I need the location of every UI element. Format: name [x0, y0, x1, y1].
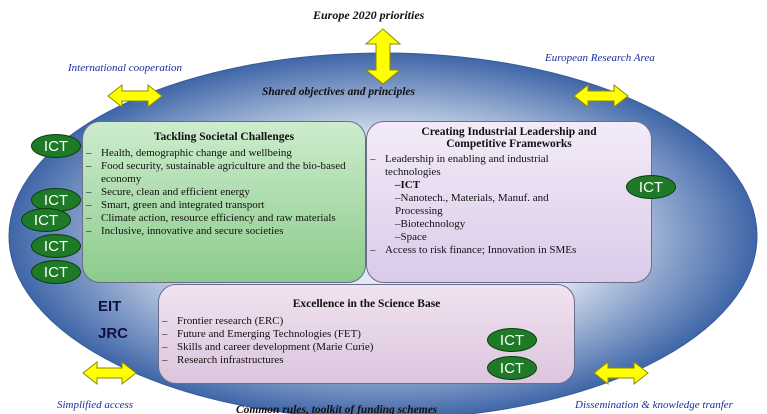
list-item: Research infrastructures: [159, 354, 474, 367]
ict-badge: ICT: [487, 356, 537, 380]
european-research-area-label: European Research Area: [545, 52, 655, 64]
list-item: Leadership in enabling and industrial te…: [367, 153, 571, 179]
list-item: Skills and career development (Marie Cur…: [159, 341, 474, 354]
simplified-access-label: Simplified access: [57, 399, 134, 411]
europe-2020-label: Europe 2020 priorities: [313, 8, 425, 22]
ict-badge: ICT: [31, 260, 81, 284]
list-item: Secure, clean and efficient energy: [83, 186, 359, 199]
societal-challenges-title: Tackling Societal Challenges: [153, 131, 295, 143]
dissemination-label: Dissemination & knowledge tranfer: [575, 399, 733, 411]
list-item-sub: –Biotechnology: [395, 218, 466, 230]
list-item: Food security, sustainable agriculture a…: [83, 160, 359, 186]
jrc-label: JRC: [98, 325, 129, 342]
list-item: Access to risk finance; Innovation in SM…: [367, 244, 645, 257]
ict-badge: ICT: [21, 208, 71, 232]
bottom-left-double-arrow: [82, 360, 137, 386]
ict-badge: ICT: [487, 328, 537, 352]
list-item-sub: –Nanotech., Materials, Manuf. and Proces…: [395, 192, 549, 217]
list-item-sub: –Space: [395, 231, 427, 243]
list-item: Future and Emerging Technologies (FET): [159, 328, 474, 341]
top-double-arrow: [364, 28, 402, 85]
shared-objectives-label: Shared objectives and principles: [262, 86, 416, 98]
list-item: Smart, green and integrated transport: [83, 199, 359, 212]
list-item: Inclusive, innovative and secure societi…: [83, 225, 359, 238]
science-base-title: Excellence in the Science Base: [292, 298, 441, 310]
list-item: Climate action, resource efficiency and …: [83, 212, 359, 225]
common-rules-label: Common rules, toolkit of funding schemes: [236, 404, 438, 414]
ict-badge: ICT: [626, 175, 676, 199]
bottom-right-double-arrow: [593, 360, 649, 386]
industrial-leadership-box: Creating Industrial Leadership and Compe…: [366, 121, 652, 283]
eit-label: EIT: [98, 298, 122, 315]
international-cooperation-label: International cooperation: [68, 62, 182, 74]
societal-challenges-box: Tackling Societal Challenges Health, dem…: [82, 121, 366, 283]
list-item: Health, demographic change and wellbeing: [83, 147, 359, 160]
list-item-sub: –ICT: [395, 179, 421, 191]
top-right-double-arrow: [573, 83, 629, 109]
ict-badge: ICT: [31, 234, 81, 258]
list-item: Frontier research (ERC): [159, 315, 474, 328]
top-left-double-arrow: [107, 83, 163, 109]
industrial-leadership-title: Creating Industrial Leadership and Compe…: [421, 126, 597, 150]
ict-badge: ICT: [31, 134, 81, 158]
